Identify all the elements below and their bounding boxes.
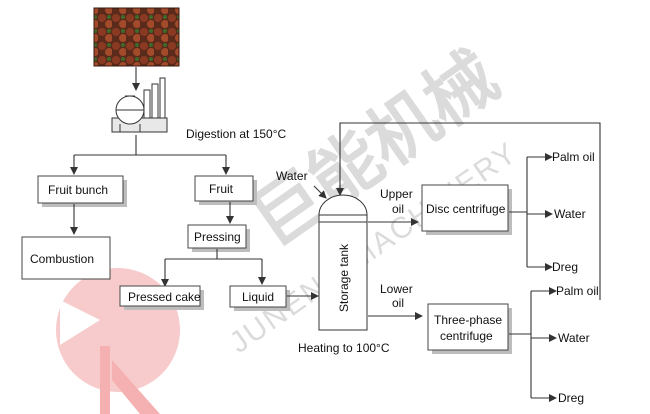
- label-combustion: Combustion: [30, 252, 94, 266]
- box-pressed-cake: Pressed cake: [119, 285, 204, 310]
- digester-icon: [111, 77, 168, 133]
- lower-output-water: Water: [558, 331, 590, 345]
- label-upper-oil-1: Upper: [380, 187, 413, 201]
- label-heating: Heating to 100°C: [298, 341, 390, 355]
- arrow-water-in: [313, 185, 327, 199]
- label-three-phase-1: Three-phase: [434, 313, 502, 327]
- upper-output-dreg: Dreg: [552, 260, 578, 274]
- label-lower-oil-2: oil: [392, 296, 404, 310]
- label-digestion: Digestion at 150°C: [186, 127, 287, 141]
- label-fruit: Fruit: [209, 182, 234, 196]
- label-liquid: Liquid: [242, 290, 274, 304]
- label-pressing: Pressing: [194, 230, 241, 244]
- label-upper-oil-group: Upper oil: [380, 187, 413, 216]
- lower-output-dreg: Dreg: [558, 391, 584, 405]
- label-lower-oil-1: Lower: [380, 282, 413, 296]
- box-pressing: Pressing: [187, 224, 250, 252]
- palm-fruit-photo: [93, 7, 180, 67]
- label-fruit-bunch: Fruit bunch: [48, 183, 108, 197]
- upper-output-water: Water: [554, 207, 586, 221]
- lower-output-palm-oil: Palm oil: [556, 284, 599, 298]
- box-fruit-bunch: Fruit bunch: [37, 175, 127, 207]
- label-three-phase-2: centrifuge: [440, 329, 493, 343]
- label-pressed-cake: Pressed cake: [128, 290, 201, 304]
- label-lower-oil-group: Lower oil: [380, 282, 413, 310]
- storage-tank: Storage tank: [318, 194, 368, 331]
- box-liquid: Liquid: [229, 285, 290, 311]
- label-upper-oil-2: oil: [392, 202, 404, 216]
- label-disc-centrifuge: Disc centrifuge: [426, 202, 506, 216]
- box-fruit: Fruit: [194, 175, 257, 205]
- upper-output-palm-oil: Palm oil: [552, 150, 595, 164]
- box-combustion: Combustion: [21, 236, 111, 280]
- box-three-phase-centrifuge: Three-phase centrifuge: [427, 303, 512, 354]
- line-recycle: [339, 122, 601, 300]
- label-water-in: Water: [276, 169, 308, 183]
- box-disc-centrifuge: Disc centrifuge: [421, 184, 512, 235]
- label-storage-tank: Storage tank: [337, 243, 351, 312]
